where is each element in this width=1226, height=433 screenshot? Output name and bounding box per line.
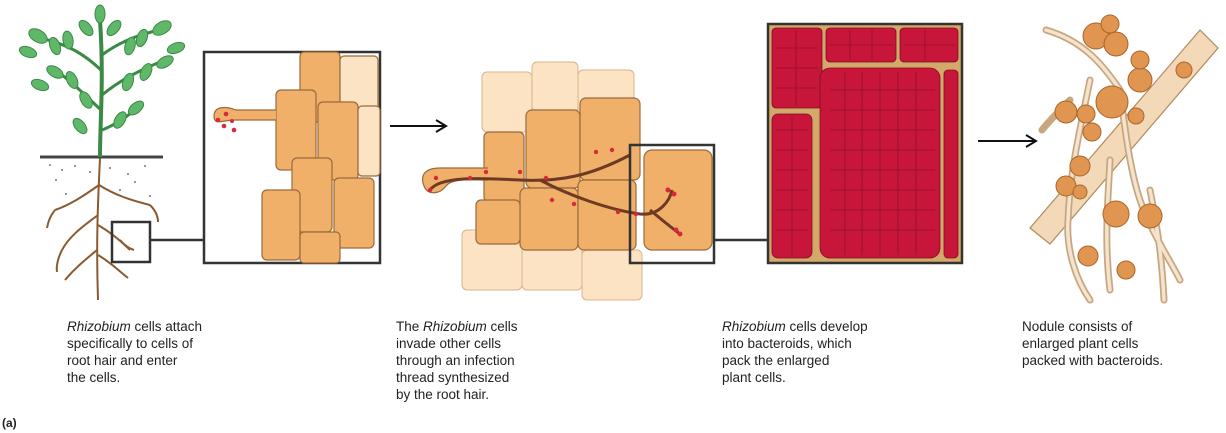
panel-bacteroids <box>768 24 962 263</box>
arrow-2 <box>978 135 1036 147</box>
panel-root-hair <box>204 52 380 263</box>
zoom-box-root <box>112 222 150 262</box>
caption-step-2: The Rhizobium cells invade other cells t… <box>396 318 596 403</box>
roots <box>47 158 158 300</box>
plant-illustration <box>18 5 204 300</box>
panel-infection-thread <box>423 62 768 300</box>
stem <box>100 20 102 157</box>
arrow-1 <box>390 120 446 132</box>
caption-step-1: Rhizobium cells attach specifically to c… <box>67 318 267 386</box>
caption-step-4: Nodule consists of enlarged plant cells … <box>1022 318 1222 369</box>
panel-nodules <box>1030 15 1218 300</box>
caption-step-3: Rhizobium cells develop into bacteroids,… <box>722 318 922 386</box>
panel-label: (a) <box>2 416 17 430</box>
